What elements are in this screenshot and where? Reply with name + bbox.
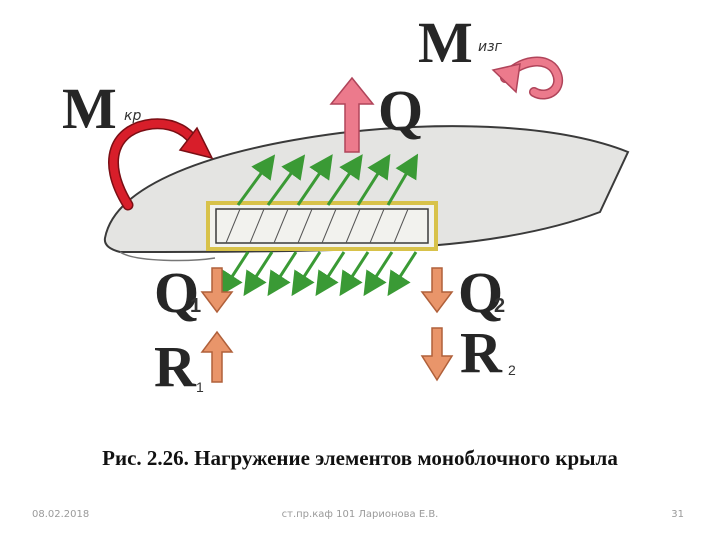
wing-load-diagram: M изг M кр Q Q 1 Q 2 R R 1 2 <box>62 10 630 399</box>
q2-down-arrow <box>420 267 454 314</box>
point-1-label: 1 <box>196 379 204 395</box>
r1-label: R <box>154 334 197 399</box>
m-bend-letter: M <box>418 10 473 75</box>
q-main-label: Q <box>378 78 423 143</box>
wing-box <box>206 201 438 251</box>
m-torsion-letter: M <box>62 76 117 141</box>
point-2-label: 2 <box>508 362 516 378</box>
footer-author: ст.пр.каф 101 Ларионова Е.В. <box>281 509 439 520</box>
shear-arrows-lower <box>219 251 418 297</box>
q2-letter: Q <box>458 260 503 325</box>
footer-date: 08.02.2018 <box>32 509 90 520</box>
m-torsion-subscript: кр <box>124 108 141 124</box>
q-up-arrow <box>329 76 375 153</box>
q1-subscript: 1 <box>190 295 201 317</box>
bending-moment-arrow <box>491 56 563 100</box>
r2-down-arrow <box>420 327 454 382</box>
r2-label: R <box>460 320 503 385</box>
q2-subscript: 2 <box>494 295 505 317</box>
torsion-moment-arrow <box>108 118 214 211</box>
r1-up-arrow <box>200 330 234 383</box>
footer-page-number: 31 <box>671 509 684 520</box>
shear-arrows-upper <box>236 153 419 206</box>
q1-letter: Q <box>154 260 199 325</box>
wing-leading-edge <box>119 251 216 262</box>
q1-down-arrow <box>200 267 234 314</box>
m-bend-subscript: изг <box>478 39 503 55</box>
figure-caption: Рис. 2.26. Нагружение элементов моноблоч… <box>102 446 618 470</box>
